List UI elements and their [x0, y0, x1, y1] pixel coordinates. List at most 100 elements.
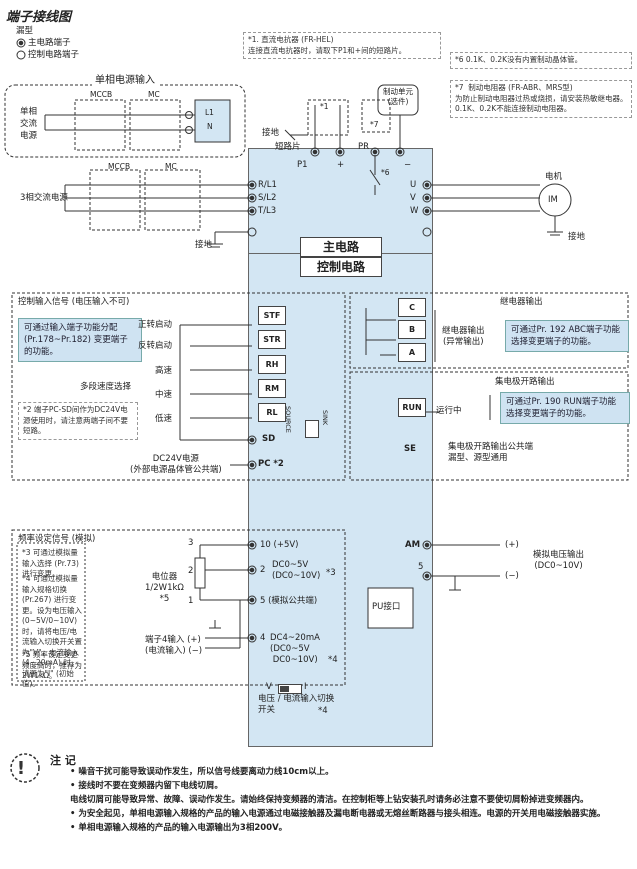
three-mc-label: MC	[165, 162, 177, 171]
terminal-v: V	[410, 193, 416, 203]
star1-label: *1	[320, 102, 329, 111]
caution-item: • 为安全起见，单相电源输入规格的产品的输入电源通过电磁接触器及漏电断电器或无熔…	[70, 809, 606, 819]
single-phase-title: 单相电源输入	[92, 75, 158, 86]
terminal-t: T/L3	[258, 206, 277, 216]
terminal-am: AM	[405, 540, 421, 550]
reverse-start-label: 反转启动	[138, 341, 173, 351]
terminal-4-range: DC4~20mA (DC0~5V DC0~10V)	[270, 633, 320, 665]
dc24-label: DC24V电源 (外部电源晶体管公共端)	[130, 454, 222, 475]
switch-i-label: I	[304, 682, 307, 692]
terminal-pr: PR	[358, 142, 370, 152]
terminal-rh: RH	[258, 355, 286, 374]
note-dc-reactor: *1. 直流电抗器 (FR-HEL) 连接直流电抗器时，请取下P1和+间的短路片…	[243, 32, 441, 59]
freq-title: 频率设定信号 (模拟)	[18, 534, 96, 544]
main-circuit-label: 主电路	[300, 237, 382, 257]
n-label: N	[207, 122, 213, 131]
multi-speed-label: 多段速度选择	[80, 382, 132, 392]
terminal-4: 4	[260, 633, 266, 643]
terminal-analog-5: 5	[418, 562, 424, 572]
switch-label: 电压 / 电流输入切换 开关	[258, 694, 335, 715]
note-6: *6 0.1K、0.2K没有内置制动晶体管。	[450, 52, 632, 69]
analog-minus: (−)	[505, 571, 519, 581]
legend-control-terminal: 控制电路端子	[28, 50, 80, 60]
terminal-minus: −	[404, 160, 412, 170]
terminal-5: 5 (模拟公共端)	[260, 596, 318, 606]
terminal-2: 2	[260, 565, 266, 575]
pu-connector: PU接口	[372, 602, 401, 612]
star3-label: *3	[326, 568, 336, 578]
page-title: 端子接线图	[6, 10, 72, 25]
terminal-b: B	[398, 320, 426, 339]
terminal-2-range: DC0~5V (DC0~10V)	[272, 560, 321, 581]
mid-speed-label: 中速	[155, 390, 173, 400]
voltage-current-switch[interactable]	[278, 684, 302, 694]
running-label: 运行中	[436, 406, 462, 416]
terminal-4-input: 端子4输入 (+) (电流输入) (−)	[145, 635, 203, 656]
terminal-w: W	[410, 206, 419, 216]
terminal-plus: +	[337, 160, 345, 170]
open-collector-title: 集电极开路输出	[495, 377, 555, 387]
star4-label: *4	[328, 655, 338, 665]
ground-label-top: 接地	[262, 128, 280, 138]
low-speed-label: 低速	[155, 414, 173, 424]
switch-note: *4	[318, 706, 328, 716]
forward-start-label: 正转启动	[138, 320, 173, 330]
three-source-label: 3相交流电源	[20, 193, 68, 203]
l1-label: L1	[205, 108, 214, 117]
terminal-pc: PC *2	[258, 459, 284, 469]
pot-pin-1: 1	[188, 596, 194, 606]
caution-item: • 噪音干扰可能导致误动作发生，所以信号线要离动力线10cm以上。	[70, 767, 334, 777]
caution-item: • 单相电源输入规格的产品的输入电源输出为3相200V。	[70, 823, 288, 833]
brake-unit-label: 制动单元 (选件)	[383, 87, 413, 106]
caution-item: • 接线时不要在变频器内留下电线切屑。 电线切屑可能导致异常、故障、误动作发生。…	[70, 781, 589, 805]
se-desc: 集电极开路输出公共端 漏型、源型通用	[448, 442, 534, 463]
control-input-info: 可通过输入端子功能分配 (Pr.178~Pr.182) 变更端子的功能。	[18, 318, 142, 362]
motor-label: 电机	[545, 172, 563, 182]
legend-main-terminal: 主电路端子	[28, 38, 71, 48]
terminal-s: S/L2	[258, 193, 277, 203]
svg-text:!: !	[17, 758, 25, 779]
potentiometer-label: 电位器 1/2W1kΩ *5	[145, 572, 184, 604]
single-mc-label: MC	[148, 90, 160, 99]
terminal-rl: RL	[258, 403, 286, 422]
caution-list: • 噪音干扰可能导致误动作发生，所以信号线要离动力线10cm以上。 • 接线时不…	[70, 765, 630, 835]
terminal-r: R/L1	[258, 180, 277, 190]
sink-source-switch[interactable]	[305, 420, 319, 438]
relay-title: 继电器输出	[500, 297, 543, 307]
pot-pin-2: 2	[188, 566, 194, 576]
control-input-title: 控制输入信号 (电压输入不可)	[18, 297, 130, 307]
relay-info: 可通过Pr. 192 ABC端子功能选择变更端子的功能。	[505, 320, 629, 352]
caution-heading: 注 记	[50, 754, 76, 767]
note-4: *4 可通过模拟量输入规格切换 (Pr.267) 进行变更。设为电压输入 (0~…	[22, 574, 82, 688]
note-7: *7 制动电阻器 (FR-ABR、MRS型) 为防止制动电阻器过热或烧损，请安装…	[450, 80, 632, 118]
sink-label: SINK	[321, 410, 329, 426]
terminal-stf: STF	[258, 306, 286, 325]
motor-im: IM	[548, 195, 558, 205]
star6-label: *6	[381, 168, 390, 177]
legend-heading: 漏型	[16, 26, 34, 36]
switch-knob	[280, 686, 289, 692]
analog-plus: (+)	[505, 540, 519, 550]
terminal-p1: P1	[297, 160, 308, 170]
control-circuit-label: 控制电路	[300, 257, 382, 277]
high-speed-label: 高速	[155, 366, 173, 376]
short-bar-label: 短路片	[275, 142, 301, 152]
source-label: SOURCE	[284, 406, 292, 433]
terminal-10: 10 (+5V)	[260, 540, 299, 550]
note-5: *5 频率设定变更频度高时，推荐为2W1kΩ。	[22, 650, 82, 680]
terminal-run: RUN	[398, 398, 426, 417]
note-2: *2 端子PC-SD间作为DC24V电源使用时，请注意两端子间不要短路。	[18, 402, 138, 440]
terminal-c: C	[398, 298, 426, 317]
three-mccb-label: MCCB	[108, 162, 131, 171]
single-mccb-label: MCCB	[90, 90, 113, 99]
pot-pin-3: 3	[188, 538, 194, 548]
analog-out-desc: 模拟电压输出 (DC0~10V)	[533, 550, 585, 571]
single-source-label: 单相 交流 电源	[20, 107, 38, 141]
ground-label-input: 接地	[195, 240, 213, 250]
star7-label: *7	[370, 120, 379, 129]
terminal-sd: SD	[262, 434, 276, 444]
relay-desc: 继电器输出 (异常输出)	[442, 326, 485, 347]
terminal-str: STR	[258, 330, 286, 349]
terminal-rm: RM	[258, 379, 286, 398]
